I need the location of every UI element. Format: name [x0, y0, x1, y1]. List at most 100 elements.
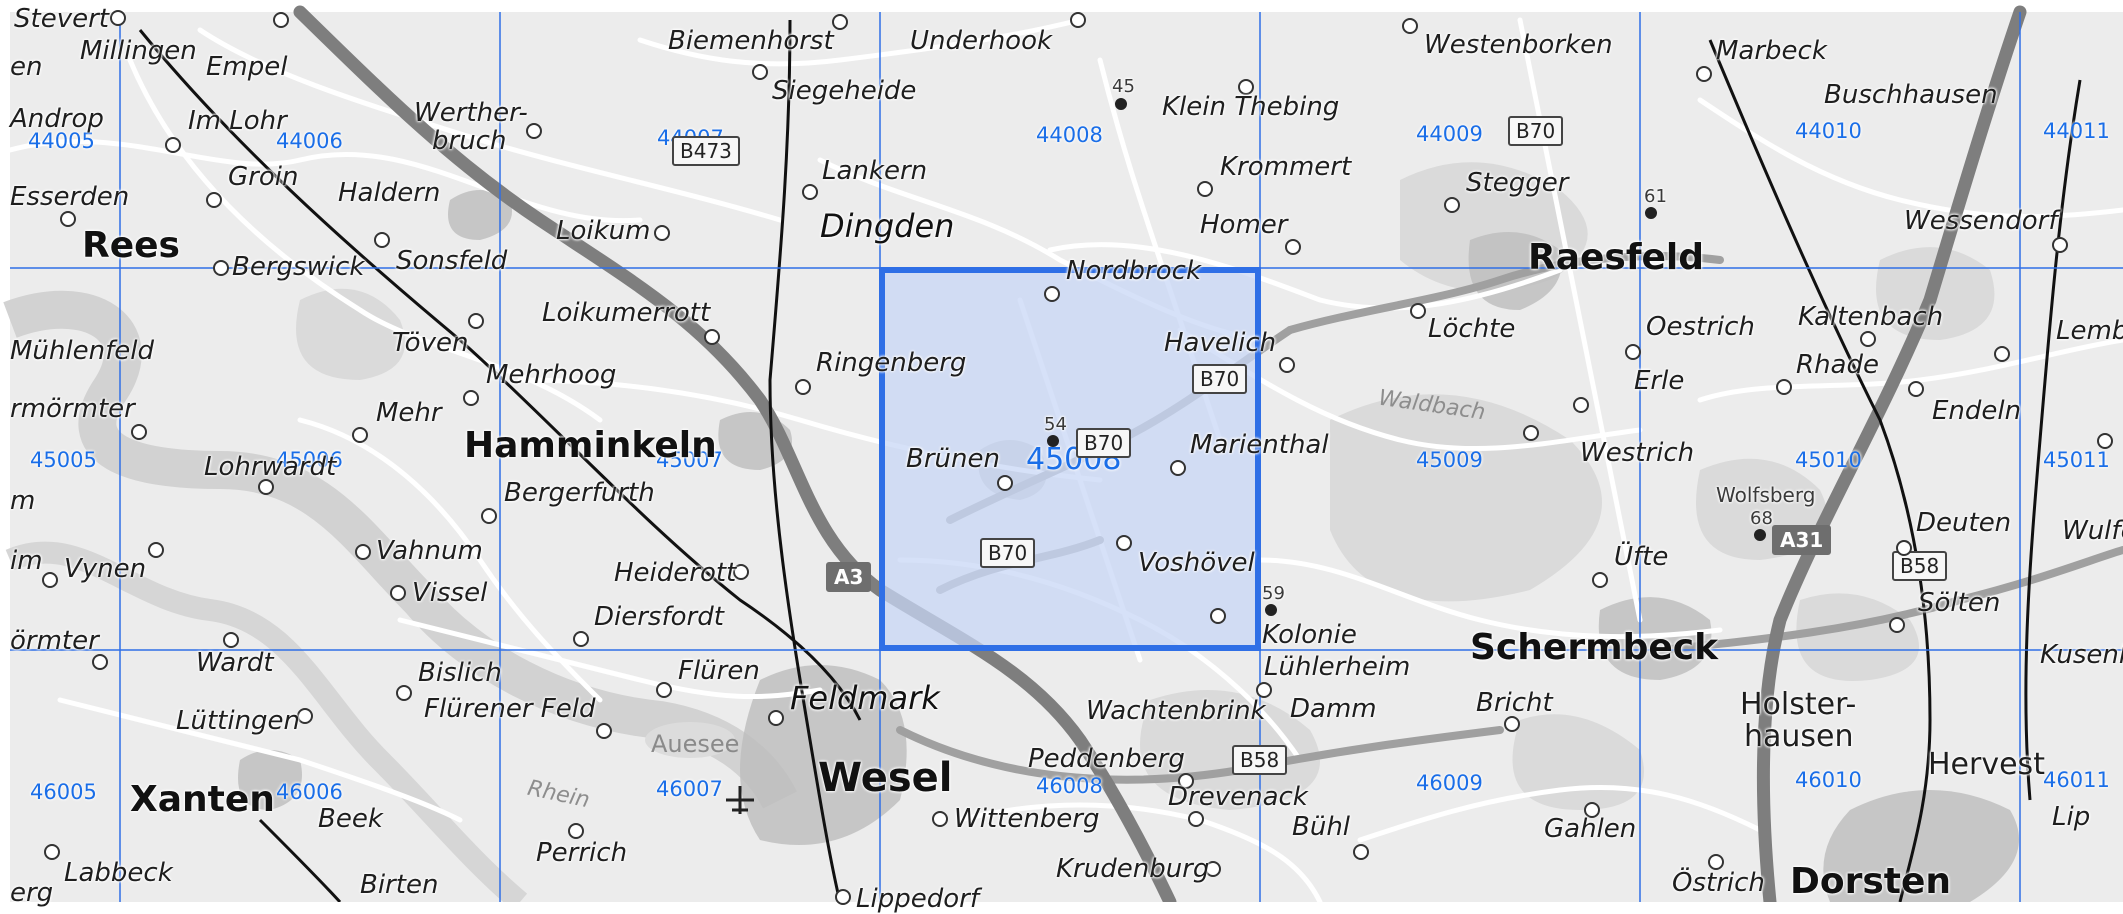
place-label: Erle	[1634, 366, 1685, 396]
place-label: Mehrhoog	[486, 360, 617, 390]
place-marker	[1210, 608, 1226, 624]
place-marker	[1573, 397, 1589, 413]
place-marker	[374, 232, 390, 248]
place-marker	[802, 184, 818, 200]
place-label: örmter	[10, 626, 99, 656]
place-marker	[206, 192, 222, 208]
place-label: Üfte	[1614, 542, 1669, 572]
place-label: Groin	[228, 162, 299, 192]
elevation-point	[1115, 98, 1127, 110]
place-label: Wessendorf	[1904, 206, 2058, 236]
auesee-lake	[645, 722, 735, 758]
place-label: Hervest	[1928, 747, 2045, 782]
place-label: Deuten	[1916, 508, 2012, 538]
grid-label-44006: 44006	[276, 129, 343, 153]
place-label: Stevert	[14, 4, 109, 34]
place-marker	[352, 427, 368, 443]
place-marker	[526, 123, 542, 139]
place-marker	[1504, 716, 1520, 732]
place-label: Krudenburg	[1056, 854, 1210, 884]
place-label: Vahnum	[376, 536, 483, 566]
place-label: Voshövel	[1138, 548, 1255, 578]
place-label: en	[10, 52, 43, 82]
grid-label-45006: 45006	[276, 448, 343, 472]
place-label: Biemenhorst	[668, 26, 834, 56]
place-label: Kusenh	[2040, 640, 2123, 670]
grid-label-45005: 45005	[30, 448, 97, 472]
place-marker	[596, 723, 612, 739]
place-label: Buschhausen	[1824, 80, 1998, 110]
elevation-label: 61	[1644, 186, 1667, 207]
town-label: Hamminkeln	[464, 425, 717, 466]
place-label: Homer	[1200, 210, 1288, 240]
place-marker	[656, 682, 672, 698]
place-label: Wittenberg	[954, 804, 1100, 834]
town-label: Rees	[82, 225, 180, 266]
place-marker	[92, 654, 108, 670]
place-marker	[1205, 861, 1221, 877]
place-label: Bergerfurth	[504, 478, 655, 508]
road-shield-a31: A31	[1772, 525, 1832, 555]
place-marker	[148, 542, 164, 558]
place-label: Mühlenfeld	[10, 336, 154, 366]
place-label: Lembec	[2056, 316, 2123, 346]
place-label: Flüren	[678, 656, 760, 686]
place-label: Loikum	[556, 216, 651, 246]
place-label: Marbeck	[1716, 36, 1827, 66]
place-marker	[481, 508, 497, 524]
place-marker	[1197, 181, 1213, 197]
place-marker	[752, 64, 768, 80]
grid-label-46010: 46010	[1795, 768, 1862, 792]
place-marker	[733, 564, 749, 580]
place-label: Underhook	[910, 26, 1053, 56]
place-marker	[396, 685, 412, 701]
place-marker	[463, 390, 479, 406]
town-label: Schermbeck	[1470, 627, 1719, 668]
place-label: Westrich	[1580, 438, 1695, 468]
place-label: Loikumerrott	[542, 298, 711, 328]
place-marker	[1188, 811, 1204, 827]
grid-label-44005: 44005	[28, 129, 95, 153]
place-marker	[2052, 237, 2068, 253]
place-marker	[297, 708, 313, 724]
place-label: Brünen	[906, 444, 1000, 474]
place-label: Havelich	[1164, 328, 1277, 358]
place-label: Westenborken	[1424, 30, 1613, 60]
place-label: Haldern	[338, 178, 441, 208]
grid-label-45009: 45009	[1416, 448, 1483, 472]
town-label: Xanten	[130, 779, 275, 820]
town-label: Wesel	[818, 755, 953, 801]
grid-label-46007: 46007	[656, 777, 723, 801]
place-label: Peddenberg	[1028, 744, 1185, 774]
place-marker	[355, 544, 371, 560]
elevation-point	[1645, 207, 1657, 219]
grid-label-46005: 46005	[30, 780, 97, 804]
grid-label-46008: 46008	[1036, 774, 1103, 798]
place-marker	[832, 14, 848, 30]
place-label: bruch	[432, 126, 507, 156]
place-marker	[1860, 331, 1876, 347]
place-label: Östrich	[1672, 868, 1765, 898]
place-label: Ringenberg	[816, 348, 967, 378]
place-label: Krommert	[1220, 152, 1352, 182]
place-label: Marienthal	[1190, 430, 1329, 460]
place-marker	[165, 137, 181, 153]
place-marker	[1410, 303, 1426, 319]
road-shield-b70: B70	[980, 538, 1036, 568]
grid-label-46009: 46009	[1416, 771, 1483, 795]
place-label: Holster-	[1740, 687, 1857, 722]
place-label: Mehr	[376, 398, 442, 428]
urban-areas	[238, 190, 2019, 902]
elevation-point	[1265, 604, 1277, 616]
place-marker	[1238, 79, 1254, 95]
place-marker	[110, 10, 126, 26]
place-label: Kolonie	[1262, 620, 1357, 650]
place-label: rmörmter	[10, 394, 135, 424]
road-shield-a3: A3	[826, 562, 872, 592]
place-label: Löchte	[1428, 314, 1516, 344]
grid-label-44010: 44010	[1795, 119, 1862, 143]
place-marker	[1116, 535, 1132, 551]
grid-label-44009: 44009	[1416, 122, 1483, 146]
